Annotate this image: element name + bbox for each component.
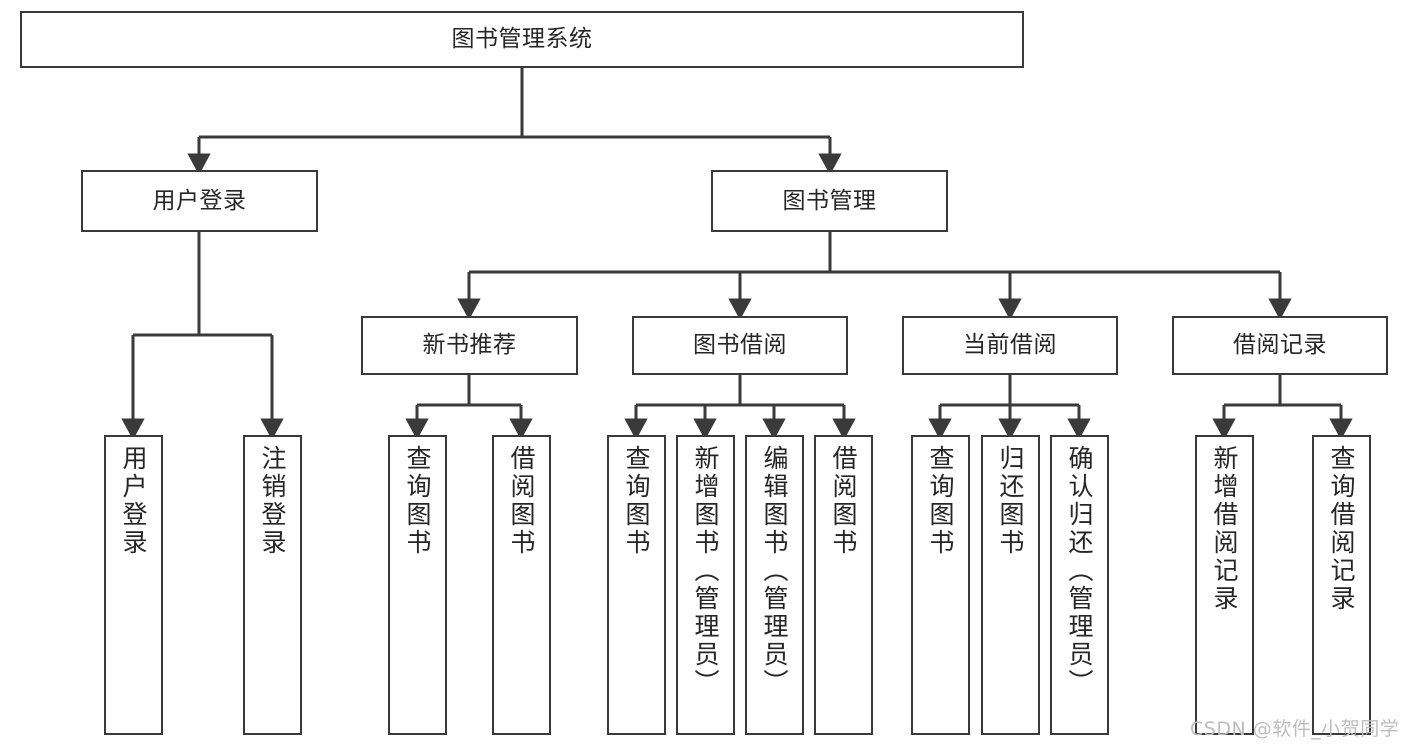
node-user-login[interactable]: 用户登录: [81, 170, 318, 232]
node-leaf-query-record[interactable]: 查询借阅记录: [1312, 435, 1371, 735]
node-leaf-add-record-label: 新增借阅记录: [1210, 445, 1239, 613]
node-leaf-borrow-book-2-label: 借阅图书: [829, 445, 858, 557]
node-leaf-add-book-label: 新增图书（管理员）: [691, 445, 720, 697]
node-root[interactable]: 图书管理系统: [20, 11, 1024, 68]
node-leaf-confirm-return[interactable]: 确认归还（管理员）: [1050, 435, 1109, 735]
node-leaf-borrow-book-1[interactable]: 借阅图书: [492, 435, 551, 735]
node-leaf-edit-book[interactable]: 编辑图书（管理员）: [745, 435, 804, 735]
node-leaf-query-book-3[interactable]: 查询图书: [911, 435, 970, 735]
node-leaf-query-book-1-label: 查询图书: [403, 445, 432, 557]
node-leaf-borrow-book-2[interactable]: 借阅图书: [814, 435, 873, 735]
node-borrow-record-label: 借阅记录: [1233, 332, 1327, 359]
node-root-label: 图书管理系统: [451, 26, 593, 53]
node-leaf-add-record[interactable]: 新增借阅记录: [1195, 435, 1254, 735]
node-leaf-query-book-2-label: 查询图书: [622, 445, 651, 557]
node-leaf-query-record-label: 查询借阅记录: [1327, 445, 1356, 613]
node-book-manage[interactable]: 图书管理: [711, 170, 948, 232]
node-leaf-user-login[interactable]: 用户登录: [104, 435, 163, 735]
node-leaf-user-logout[interactable]: 注销登录: [243, 435, 302, 735]
node-leaf-return-book[interactable]: 归还图书: [981, 435, 1040, 735]
node-book-borrow-label: 图书借阅: [693, 332, 787, 359]
node-leaf-confirm-return-label: 确认归还（管理员）: [1065, 445, 1094, 697]
node-leaf-edit-book-label: 编辑图书（管理员）: [760, 445, 789, 697]
node-leaf-return-book-label: 归还图书: [996, 445, 1025, 557]
node-leaf-add-book[interactable]: 新增图书（管理员）: [676, 435, 735, 735]
node-borrow-record[interactable]: 借阅记录: [1172, 316, 1388, 375]
node-current-borrow[interactable]: 当前借阅: [902, 316, 1118, 375]
node-leaf-user-logout-label: 注销登录: [258, 445, 287, 557]
node-leaf-user-login-label: 用户登录: [119, 445, 148, 557]
node-new-book-recommend-label: 新书推荐: [422, 332, 517, 359]
node-book-borrow[interactable]: 图书借阅: [632, 316, 848, 375]
node-leaf-borrow-book-1-label: 借阅图书: [507, 445, 536, 557]
node-book-manage-label: 图书管理: [782, 187, 877, 214]
csdn-watermark: CSDN @软件_小贺同学: [1190, 718, 1400, 740]
node-user-login-label: 用户登录: [152, 187, 247, 214]
node-new-book-recommend[interactable]: 新书推荐: [361, 316, 578, 375]
node-leaf-query-book-2[interactable]: 查询图书: [607, 435, 666, 735]
node-leaf-query-book-1[interactable]: 查询图书: [388, 435, 447, 735]
node-current-borrow-label: 当前借阅: [963, 332, 1057, 359]
node-leaf-query-book-3-label: 查询图书: [926, 445, 955, 557]
